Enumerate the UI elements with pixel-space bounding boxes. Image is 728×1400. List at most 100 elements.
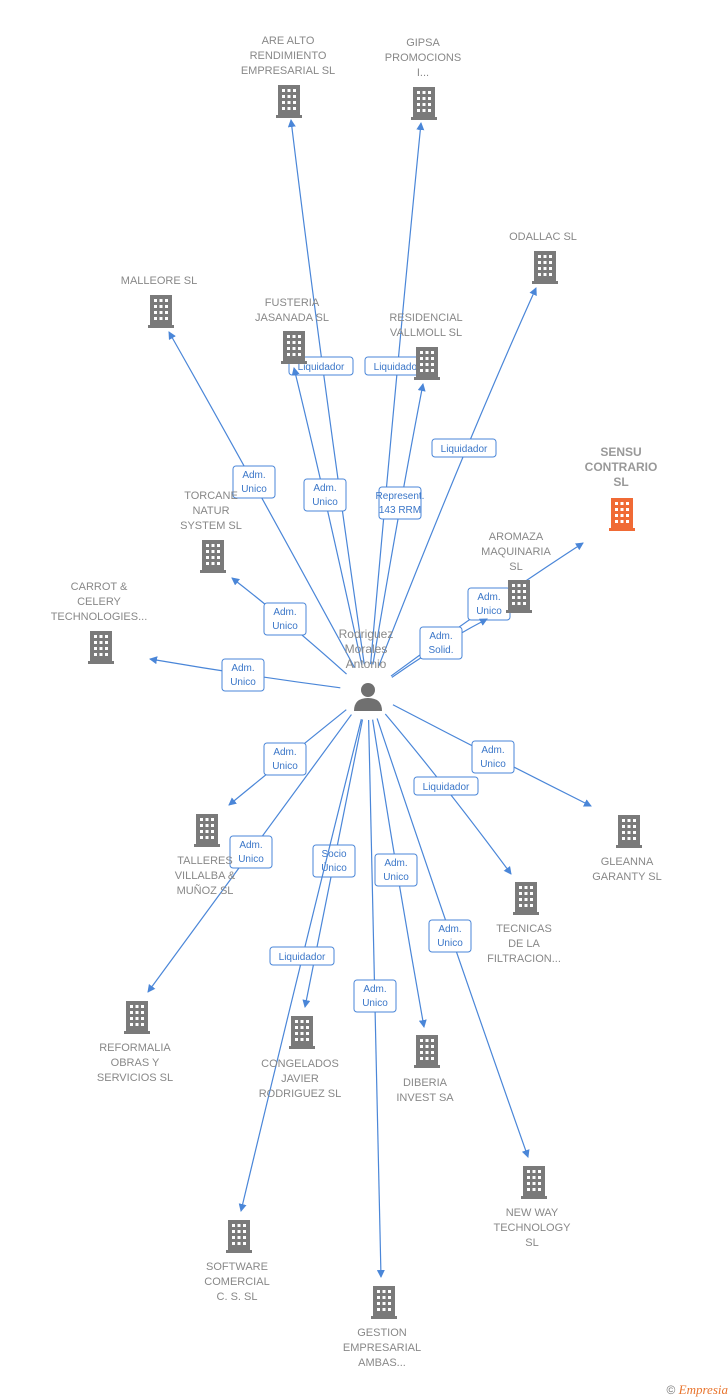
edge-software[interactable]: Liquidador: [238, 719, 362, 1212]
company-name-line: EMPRESARIAL SL: [241, 65, 335, 77]
building-icon: [124, 1001, 150, 1034]
edge-label-line: Único: [321, 861, 347, 874]
edge-malleore[interactable]: Adm. Unico: [168, 331, 355, 668]
footer-brand[interactable]: © Empresia: [666, 1382, 728, 1398]
edge-talleres[interactable]: Adm.Unico: [228, 709, 347, 806]
company-name-line: OBRAS Y: [111, 1057, 160, 1069]
edge-label-line: Adm.: [363, 984, 386, 995]
edge-label-line: Socio: [321, 849, 346, 860]
edge-label-line: Adm.: [231, 663, 254, 674]
building-icon: [200, 540, 226, 573]
edge-sensu[interactable]: Adm. Unico: [390, 542, 584, 677]
building-icon: [276, 85, 302, 118]
edge-label-box: [221, 658, 265, 692]
edge-gleanna[interactable]: Adm. Unico: [392, 704, 592, 807]
building-icon: [281, 331, 307, 364]
edge-odallac[interactable]: Liquidador: [378, 287, 537, 667]
company-name-line: MALLEORE SL: [121, 275, 197, 287]
company-node-tecnicas[interactable]: TECNICAS DE LA FILTRACION...: [487, 882, 561, 965]
edge-aromaza[interactable]: Adm.Solid.: [391, 618, 488, 678]
edge-label-line: Liquidador: [279, 952, 326, 963]
edge-label-box: [303, 478, 347, 512]
company-node-gipsa[interactable]: GIPSAPROMOCIONSI...: [385, 37, 461, 120]
edge-label-line: Unico: [272, 621, 298, 632]
edge-label-line: Unico: [362, 998, 388, 1009]
building-icon: [88, 631, 114, 664]
edge-label-box: [232, 465, 276, 499]
edge-label-box: [431, 438, 497, 458]
company-name-line: GARANTY SL: [592, 871, 662, 883]
company-node-fusteria[interactable]: FUSTERIA JASANADA SL: [255, 297, 329, 364]
edge-label-line: Unico: [241, 484, 267, 495]
edge-line: [378, 287, 537, 667]
edge-label-line: Adm.: [481, 745, 504, 756]
building-icon: [521, 1166, 547, 1199]
company-name-line: DIBERIA: [403, 1077, 448, 1089]
edge-label-line: Unico: [476, 606, 502, 617]
edge-torcane[interactable]: Adm. Unico: [231, 577, 347, 675]
building-icon: [371, 1286, 397, 1319]
edge-carrot[interactable]: Adm. Unico: [149, 656, 341, 692]
edge-gestion[interactable]: Adm. Unico: [353, 719, 397, 1278]
company-name-line: ARE ALTO: [262, 35, 315, 47]
company-name-line: JASANADA SL: [255, 312, 329, 324]
edge-label-line: Adm.: [242, 470, 265, 481]
nodes-layer: ARE ALTO RENDIMIENTO EMPRESARIAL SL GIPSAPR…: [51, 35, 662, 1369]
company-name-line: RENDIMIENTO: [250, 50, 327, 62]
company-node-are-alto[interactable]: ARE ALTO RENDIMIENTO EMPRESARIAL SL: [241, 35, 335, 118]
company-name-line: RODRIGUEZ SL: [259, 1088, 342, 1100]
company-name-line: TECNICAS: [496, 923, 552, 935]
company-name-line: FILTRACION...: [487, 953, 561, 965]
building-icon: [226, 1220, 252, 1253]
company-name-line: CONTRARIO: [585, 460, 658, 474]
edge-gipsa[interactable]: Liquidador: [364, 122, 430, 665]
edge-label-box: [374, 853, 418, 887]
company-name-line: VILLALBA &: [175, 870, 236, 882]
edge-reformalia[interactable]: Adm.Unico: [147, 714, 352, 993]
company-node-malleore[interactable]: MALLEORE SL: [121, 275, 197, 328]
company-name-line: NEW WAY: [506, 1207, 559, 1219]
edge-newway[interactable]: Adm. Unico: [376, 718, 530, 1158]
company-node-gestion[interactable]: GESTIONEMPRESARIALAMBAS...: [343, 1286, 421, 1369]
company-name-line: SERVICIOS SL: [97, 1072, 173, 1084]
edge-fusteria[interactable]: Adm.Unico: [291, 367, 363, 665]
edge-label-line: Adm.: [477, 592, 500, 603]
building-icon: [289, 1016, 315, 1049]
company-node-odallac[interactable]: ODALLAC SL: [509, 231, 577, 284]
edge-line: [287, 119, 365, 665]
company-name-line: COMERCIAL: [204, 1276, 269, 1288]
brand-name: Empresia: [678, 1382, 728, 1397]
company-name-line: FUSTERIA: [265, 297, 320, 309]
edge-label-line: Unico: [312, 497, 338, 508]
company-name-line: DE LA: [508, 938, 540, 950]
edge-tecnicas[interactable]: Liquidador: [384, 713, 512, 875]
edge-label-line: Unico: [383, 872, 409, 883]
edge-label-box: [229, 835, 273, 869]
company-name-line: SL: [613, 475, 628, 489]
company-name-line: SOFTWARE: [206, 1261, 268, 1273]
person-name-line-3: Antonio: [346, 657, 387, 671]
edge-residencial[interactable]: Represent.143 RRM: [372, 383, 426, 665]
edge-label-line: Unico: [480, 759, 506, 770]
edge-label-line: Unico: [437, 938, 463, 949]
company-node-carrot[interactable]: CARROT &CELERYTECHNOLOGIES...: [51, 581, 148, 664]
edge-label-line: Unico: [230, 677, 256, 688]
edge-label-line: Unico: [238, 854, 264, 865]
edge-label-box: [263, 602, 307, 636]
edge-label-line: Liquidador: [423, 782, 470, 793]
person-node[interactable]: Rodriguez Morales Antonio: [339, 627, 394, 711]
edge-diberia[interactable]: Adm. Unico: [372, 719, 427, 1028]
edge-label-line: Adm.: [384, 858, 407, 869]
